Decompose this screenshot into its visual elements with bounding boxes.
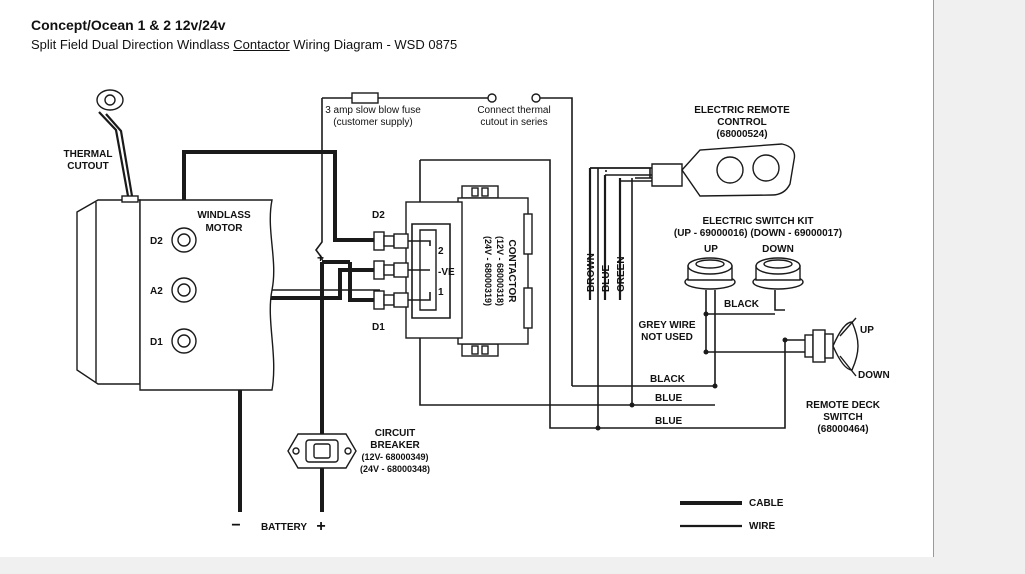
breaker-label-4: (24V - 68000348) — [360, 464, 430, 474]
electric-remote-control: ELECTRIC REMOTE CONTROL (68000524) — [651, 105, 796, 197]
battery-label: BATTERY — [261, 522, 307, 533]
terminal-label-d1: D1 — [150, 337, 163, 348]
legend-cable-label: CABLE — [749, 498, 784, 509]
breaker-label-1: CIRCUIT — [375, 428, 416, 439]
contactor-text-1: CONTACTOR — [506, 240, 517, 304]
deck-switch-up: UP — [860, 325, 874, 336]
thermal-series-label-1: Connect thermal — [477, 105, 550, 116]
thermal-cutout: THERMAL CUTOUT — [64, 89, 134, 197]
switch-kit-down-label: DOWN — [762, 244, 794, 255]
motor-terminal-a2: A2 — [150, 277, 197, 303]
deck-switch-label-3: (68000464) — [817, 424, 868, 435]
title-block: Concept/Ocean 1 & 2 12v/24v Split Field … — [31, 17, 457, 52]
battery: − BATTERY + — [231, 517, 325, 535]
breaker-label-2: BREAKER — [370, 440, 420, 451]
contactor-label-d1: D1 — [372, 322, 385, 333]
terminal-label-a2: A2 — [150, 286, 163, 297]
deck-switch-down: DOWN — [858, 370, 890, 381]
footswitch-down — [752, 257, 804, 290]
thermal-series-label-2: cutout in series — [480, 117, 547, 128]
thermal-series-connection: Connect thermal cutout in series — [477, 93, 551, 128]
remote-label-1: ELECTRIC REMOTE — [694, 105, 790, 116]
legend-wire-label: WIRE — [749, 521, 775, 532]
breaker-label-3: (12V- 68000349) — [361, 452, 428, 462]
diagram-title: Concept/Ocean 1 & 2 12v/24v — [31, 17, 226, 33]
subtitle-part-1: Split Field Dual Direction Windlass — [31, 37, 234, 52]
contactor: D2 D1 2 -VE 1 + CONTACTOR (12V - 6800031… — [317, 185, 533, 357]
deck-switch-label-1: REMOTE DECK — [806, 400, 881, 411]
circuit-breaker: CIRCUIT BREAKER (12V- 68000349) (24V - 6… — [287, 428, 430, 474]
junction-dots — [595, 337, 788, 431]
contactor-text-2: (12V - 68000318) — [495, 236, 505, 306]
fuse: 3 amp slow blow fuse (customer supply) — [325, 92, 421, 128]
remote-deck-switch: UP DOWN REMOTE DECK SWITCH (68000464) — [804, 317, 890, 435]
contactor-label-d2: D2 — [372, 210, 385, 221]
wire-color-blue: BLUE — [601, 264, 612, 292]
fuse-label-2: (customer supply) — [333, 117, 412, 128]
windlass-motor: WINDLASS MOTOR D2 A2 D1 — [76, 195, 275, 391]
switch-kit-label-2: (UP - 69000016) (DOWN - 69000017) — [674, 228, 842, 239]
wire-label-blue-lower: BLUE — [655, 416, 683, 427]
legend: CABLE WIRE — [680, 498, 784, 532]
contactor-text-3: (24V - 68000319) — [483, 236, 493, 306]
battery-plus: + — [316, 518, 325, 535]
thermal-cutout-label-2: CUTOUT — [67, 161, 108, 172]
remote-label-3: (68000524) — [716, 129, 767, 140]
subtitle-underlined-word: Contactor — [233, 37, 290, 52]
thermal-cutout-label-1: THERMAL — [64, 149, 113, 160]
subtitle-part-2: Wiring Diagram - WSD 0875 — [289, 37, 458, 52]
switch-kit-up-label: UP — [704, 244, 718, 255]
motor-terminal-d2: D2 — [150, 227, 197, 253]
positive-feed-symbol: + — [317, 251, 324, 265]
wire-label-black-lower: BLACK — [650, 374, 686, 385]
contactor-body-text: CONTACTOR (12V - 68000318) (24V - 680003… — [483, 236, 517, 306]
electric-switch-kit: ELECTRIC SWITCH KIT (UP - 69000016) (DOW… — [638, 216, 842, 389]
contactor-terminal-1: 1 — [438, 287, 444, 298]
footswitch-up — [684, 257, 736, 290]
motor-name-2: MOTOR — [205, 223, 243, 234]
grey-wire-note-1: GREY WIRE — [638, 320, 695, 331]
wire-color-green: GREEN — [616, 256, 627, 292]
harness-color-labels: BROWN BLUE GREEN — [586, 253, 627, 292]
battery-minus: − — [231, 517, 240, 534]
grey-wire-note-2: NOT USED — [641, 332, 693, 343]
diagram-subtitle: Split Field Dual Direction Windlass Cont… — [31, 37, 457, 52]
wiring-diagram: THERMAL CUTOUT WINDLASS MOTOR D2 A2 — [64, 89, 890, 535]
remote-label-2: CONTROL — [717, 117, 766, 128]
motor-terminal-d1: D1 — [150, 328, 197, 354]
wire-label-black-upper: BLACK — [724, 299, 760, 310]
wire-label-blue-upper: BLUE — [655, 393, 683, 404]
deck-switch-label-2: SWITCH — [823, 412, 862, 423]
wire-color-brown: BROWN — [586, 253, 597, 292]
fuse-label-1: 3 amp slow blow fuse — [325, 105, 421, 116]
contactor-terminal-ve: -VE — [438, 267, 455, 278]
thin-wires — [192, 97, 813, 430]
motor-name-1: WINDLASS — [197, 210, 251, 221]
contactor-terminal-2: 2 — [438, 246, 444, 257]
terminal-label-d2: D2 — [150, 236, 163, 247]
switch-kit-label-1: ELECTRIC SWITCH KIT — [702, 216, 813, 227]
